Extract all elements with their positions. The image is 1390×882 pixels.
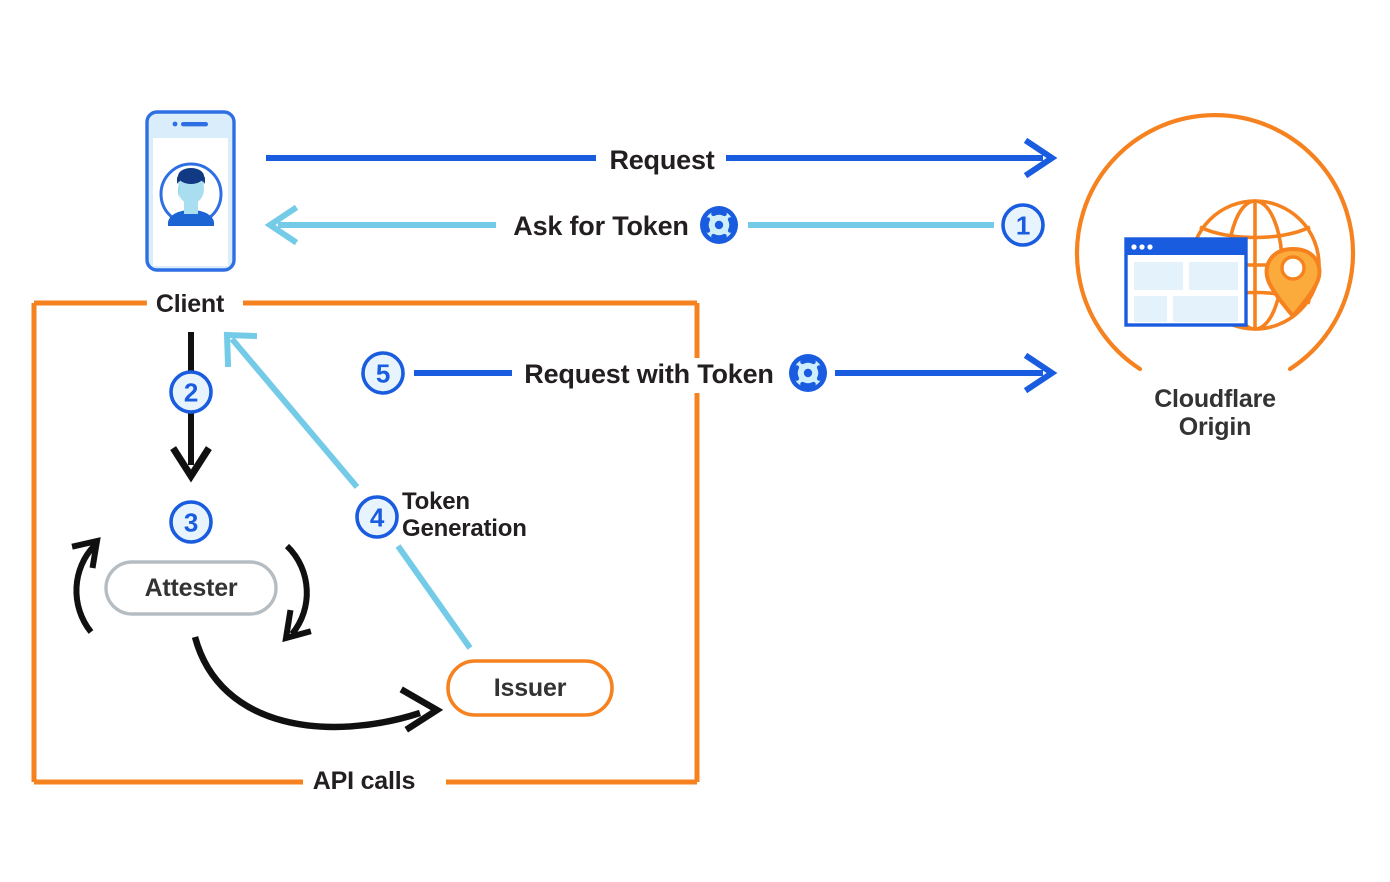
mobile-phone-user-icon [145,110,236,272]
edge-request-with-token-arrow [414,352,1058,394]
step-number-3: 3 [183,507,199,538]
step-badge-4 [355,495,399,539]
edge-label-request-with-token: Request with Token [515,358,783,390]
token-badge-icon-request [789,354,827,392]
step-badge-1 [1001,203,1045,247]
step-badge-5 [361,351,405,395]
edge-token-generation-arrow [223,331,473,650]
edge-attester-to-issuer-arrow [191,636,444,733]
group-label-api-calls: API calls [303,767,425,795]
api-calls-group-border [31,300,700,785]
step-number-4: 4 [369,502,385,533]
browser-window-glyph [1124,237,1248,327]
step-badge-2 [169,370,213,414]
token-generation-line-2: Generation [402,514,527,542]
edge-label-request: Request [600,144,724,176]
edge-request-arrow [266,137,1058,179]
edge-ask-for-token-arrow [264,204,994,246]
step-number-5: 5 [375,358,391,389]
node-attester[interactable] [104,560,278,616]
node-issuer[interactable] [446,659,614,717]
edge-label-ask-for-token: Ask for Token [504,210,698,242]
node-label-issuer[interactable]: Issuer [493,674,567,702]
origin-line-1: Cloudflare [1154,385,1276,413]
step-badge-3 [169,500,213,544]
origin-line-2: Origin [1178,413,1252,441]
step-number-2: 2 [183,377,199,408]
group-label-client: Client [146,290,234,318]
attester-loop-arrow-left [71,537,101,634]
node-label-attester[interactable]: Attester [144,574,238,602]
attester-loop-arrow-right [282,543,312,643]
globe-browser-pin-icon [1074,113,1356,372]
token-generation-line-1: Token [402,488,470,515]
token-badge-icon-ask [700,206,738,244]
step-number-1: 1 [1015,210,1031,241]
location-pin-glyph [1264,246,1322,320]
